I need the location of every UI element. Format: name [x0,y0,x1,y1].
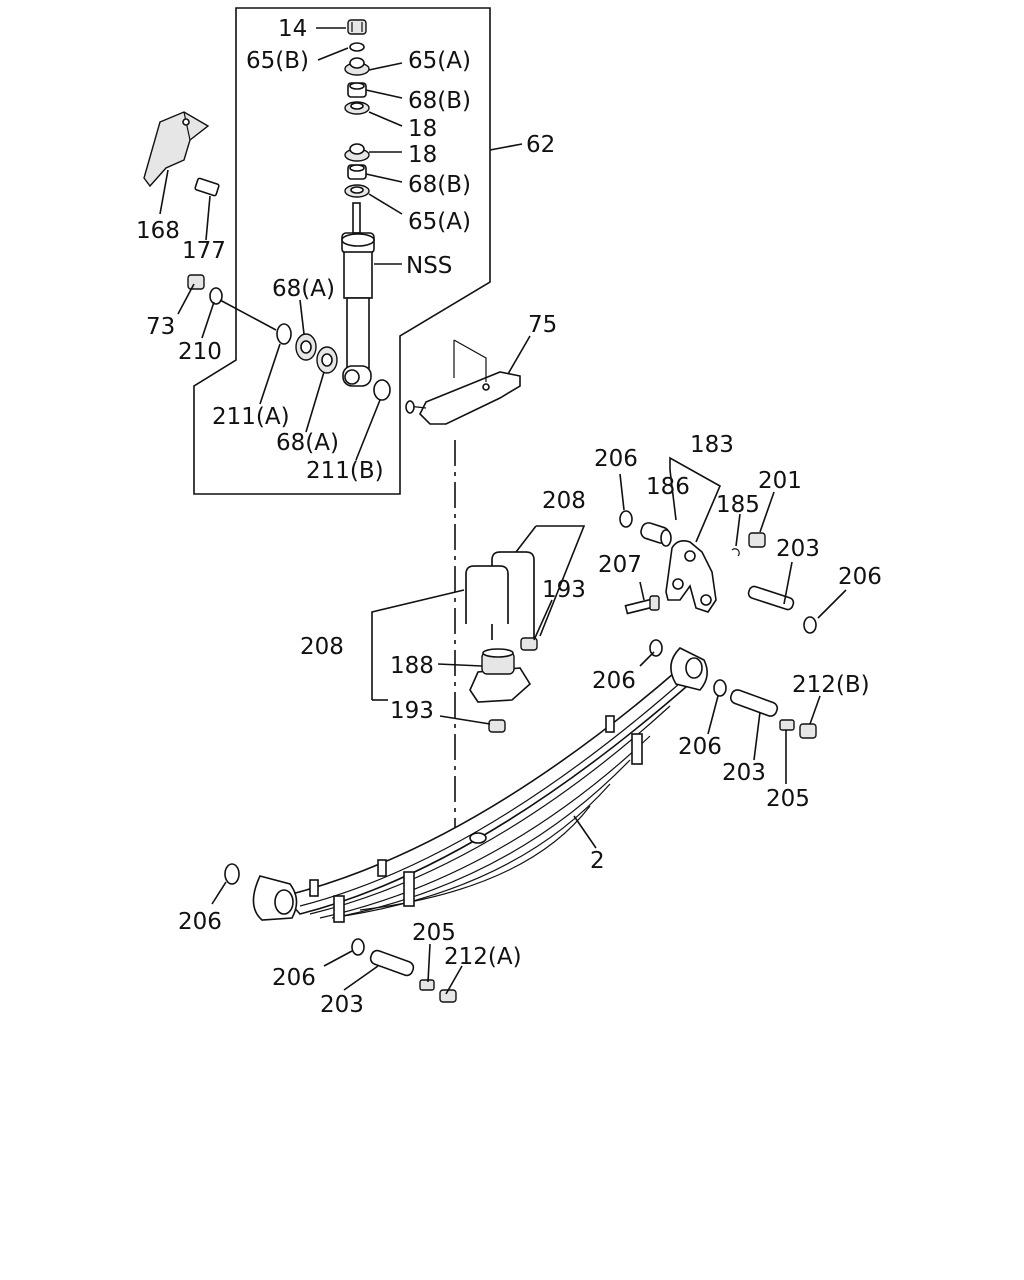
label-68a-lower: 68(A) [276,430,339,456]
shackle-plate-183 [665,540,717,613]
bracket-75 [405,339,521,425]
label-212b: 212(B) [792,672,870,698]
bushing-68b-lower [347,164,367,180]
label-2: 2 [590,848,605,874]
cup-18-lower [344,143,370,162]
bushing-68a-outer [295,333,317,361]
label-206-front-upper: 206 [592,668,636,694]
label-210: 210 [178,339,222,365]
washer-210 [209,287,223,305]
washer-65b [349,42,365,52]
label-206-rear: 206 [178,909,222,935]
bolt-205-rear [419,979,435,991]
shock-absorber-nss [341,202,375,387]
label-62: 62 [526,132,555,158]
label-68b-top: 68(B) [408,88,471,114]
leader-lines [159,27,847,995]
bushing-68a-inner [316,346,338,374]
label-65a-top: 65(A) [408,48,471,74]
label-68b-lower: 68(B) [408,172,471,198]
washer-211b [373,379,391,401]
clip-185 [731,548,740,557]
label-205-rear: 205 [412,920,456,946]
label-205-front: 205 [766,786,810,812]
pin-203-shackle [747,585,795,611]
label-201: 201 [758,468,802,494]
u-bolt-208-front [465,565,509,624]
label-212a: 212(A) [444,944,522,970]
label-203-shackle: 203 [776,536,820,562]
label-208-upper: 208 [542,488,586,514]
bushing-186 [640,522,672,547]
pin-203-rear [369,949,415,977]
washer-206-rear [224,863,240,885]
bolt-177 [194,177,220,197]
label-68a-upper: 68(A) [272,276,335,302]
label-nss: NSS [406,253,452,279]
grease-nipple-212b [799,723,817,739]
bump-stopper-188 [469,648,532,703]
washer-206-front-lower [713,679,727,697]
label-65b: 65(B) [246,48,309,74]
label-206-shackle: 206 [594,446,638,472]
washer-65a-top [344,57,370,76]
nut-193-upper [520,637,538,651]
nut-73 [187,274,205,290]
washer-206-right [803,616,817,634]
label-168: 168 [136,218,180,244]
label-188: 188 [390,653,434,679]
nut-14 [347,19,367,35]
label-73: 73 [146,314,175,340]
label-185: 185 [716,492,760,518]
label-206-front-lower: 206 [678,734,722,760]
label-208-lower: 208 [300,634,344,660]
bolt-207 [624,595,660,615]
callout-labels: 14 65(B) 65(A) 68(B) 18 18 68(B) 65(A) 6… [136,16,882,1018]
label-18-lower: 18 [408,142,437,168]
label-14: 14 [278,16,307,42]
washer-211a [276,323,292,345]
label-193-lower: 193 [390,698,434,724]
kit-outline-62 [193,7,491,495]
nut-201 [748,532,766,548]
washer-206-rear-lower [351,938,365,956]
bolt-205-front [779,719,795,731]
bracket-168 [143,111,210,188]
label-206-right: 206 [838,564,882,590]
leaf-spring-2 [282,666,696,923]
label-75: 75 [528,312,557,338]
label-206-rear-lower: 206 [272,965,316,991]
label-183: 183 [690,432,734,458]
label-65a-lower: 65(A) [408,209,471,235]
label-211b: 211(B) [306,458,384,484]
label-18-top: 18 [408,116,437,142]
bushing-68b-top [347,82,367,98]
spring-eye-front [670,647,708,691]
washer-206-shackle [619,510,633,528]
cup-18-top [344,101,370,115]
label-211a: 211(A) [212,404,290,430]
pin-203-front [729,689,779,717]
label-186: 186 [646,474,690,500]
spring-eye-rear [252,875,298,921]
label-177: 177 [182,238,226,264]
label-203-rear: 203 [320,992,364,1018]
nut-193-lower [488,719,506,733]
label-207: 207 [598,552,642,578]
label-193-upper: 193 [542,577,586,603]
label-203-front: 203 [722,760,766,786]
washer-65a-lower [344,184,370,198]
